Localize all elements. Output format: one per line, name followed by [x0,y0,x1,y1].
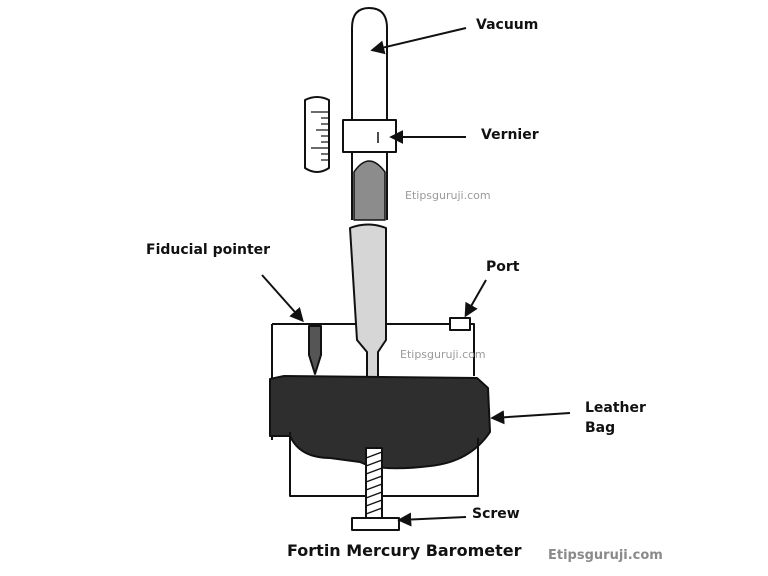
leather-bag [269,375,491,470]
vernier-sleeve [342,119,397,153]
leather-bag-arrow [490,410,571,425]
site-credit: Etipsguruji.com [548,548,663,563]
vernier-label: Vernier [481,127,539,143]
diagram-title: Fortin Mercury Barometer [287,541,522,560]
vacuum-label: Vacuum [476,17,539,33]
port [449,317,471,331]
port-label: Port [486,259,520,275]
measuring-scale [304,96,330,173]
mercury-column-top [353,160,386,221]
vacuum-arrow [370,27,467,55]
watermark: Etipsguruji.com [405,189,491,202]
fiducial-arrow [261,274,304,323]
fiducial-pointer-label: Fiducial pointer [146,242,271,258]
watermark: Etipsguruji.com [400,348,486,361]
fiducial-pointer [308,325,322,375]
screw-label: Screw [472,506,520,522]
leather-bag-label: Leather Bag [585,400,646,436]
support-frame [289,432,479,497]
adjusting-screw [351,447,400,531]
port-arrow [464,279,487,318]
screw-arrow [397,512,467,527]
